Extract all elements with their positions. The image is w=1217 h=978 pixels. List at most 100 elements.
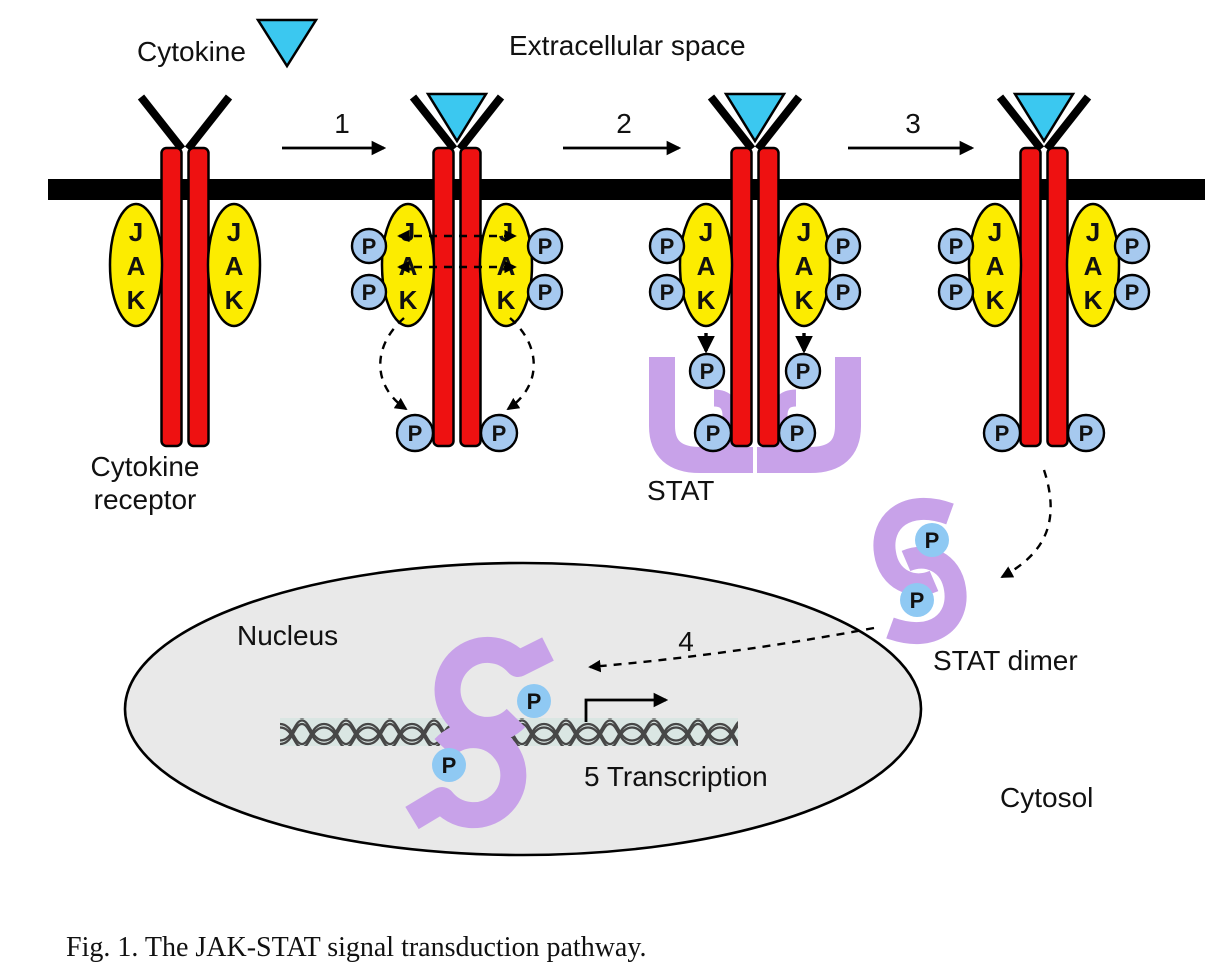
receptor-chain-left [1019,146,1042,448]
phosphate-circle [693,413,733,453]
nucleus: Nucleus P P 5 Transcription 4 [123,561,923,857]
phosphate-letter: P [910,588,925,613]
receptor-arm-left [707,94,756,152]
phosphate-letter: P [538,234,553,259]
cell-membrane [48,179,1205,200]
nucleus-label: Nucleus [237,620,338,651]
phosphate-letter: P [949,234,964,259]
cytokine-molecule [723,92,787,144]
figure-caption: Fig. 1. The JAK-STAT signal transduction… [66,932,647,963]
phosphate-circle [526,227,564,265]
receptor-chain-left [730,146,753,448]
phosphate-circle [915,523,949,557]
jak-letter: K [986,285,1005,315]
jak-left [108,202,164,328]
nuclear-import-arrow [588,626,875,673]
jak-letter: A [697,251,716,281]
phosphate-circle [395,413,435,453]
receptor-phosphorylation-arrow-left [379,317,408,411]
phosphate-circle [982,413,1022,453]
step-number-2: 2 [616,108,632,139]
stat-dimer-nuclear-lower [405,722,527,830]
phosphate-circle [900,583,934,617]
phosphate-circle [688,352,726,390]
cytokine-receptor-label-line2: receptor [94,484,197,515]
phosphate-letter: P [660,280,675,305]
phosphate-letter: P [949,280,964,305]
phosphate-circle [1113,273,1151,311]
jak-letter: A [1084,251,1103,281]
phosphate-circle [479,413,519,453]
receptor-arm-left [409,94,458,152]
phosphate-circle [517,684,551,718]
jak-letter: J [699,217,713,247]
phosphate-letter: P [362,280,377,305]
stat-dimer-lower [886,546,967,644]
jak-left [678,202,734,328]
phosphate-letter: P [408,421,423,446]
transcription-label: 5 Transcription [584,761,768,792]
stat-dimer: P P STAT dimer [873,498,1078,676]
jak-letter: J [499,217,513,247]
step-number-3: 3 [905,108,921,139]
phosphate-circle [1066,413,1106,453]
cytokine-molecule-legend [255,18,319,69]
phosphate-circle [350,273,388,311]
receptor-phosphorylation-arrow-right [506,317,535,411]
phosphate-letter: P [836,234,851,259]
jak-letter: K [795,285,814,315]
jak-letter: A [127,251,146,281]
jak-letter: A [225,251,244,281]
phosphate-circle [777,413,817,453]
phosphate-circle [526,273,564,311]
receptor-stage-4: J A K J A K P P P P P P [937,92,1151,579]
jak-letter: K [399,285,418,315]
transcription-start-arrow [584,692,669,722]
receptor-arm-left [996,94,1045,152]
step-number-4: 4 [678,626,694,657]
jak-right [776,202,832,328]
receptor-arm-right [1043,94,1092,152]
phosphate-circle [824,273,862,311]
cytokine-molecule [425,92,489,144]
jak-letter: A [795,251,814,281]
receptor-chain-right [187,146,210,448]
jak-letter: K [127,285,146,315]
extracellular-space-label: Extracellular space [509,30,746,61]
receptor-chain-left [160,146,183,448]
receptor-arm-right [456,94,505,152]
receptor-stage-2: J A K J A K P P P P P P [350,92,564,453]
phosphate-circle [784,352,822,390]
stat-right [757,357,861,473]
phosphate-letter: P [1125,280,1140,305]
receptor-chain-right [757,146,780,448]
step-number-1: 1 [334,108,350,139]
phosphate-letter: P [492,421,507,446]
receptor-arm-right [754,94,803,152]
jak-right [206,202,262,328]
phosphate-letter: P [527,689,542,714]
jak-letter: J [988,217,1002,247]
phosphate-letter: P [1079,421,1094,446]
stat-left [649,357,753,473]
phosphate-letter: P [796,359,811,384]
receptor-arm-right [184,94,233,152]
phosphate-circle [432,748,466,782]
cytokine-label: Cytokine [137,36,246,67]
cytokine-molecule [1012,92,1076,144]
phosphate-letter: P [995,421,1010,446]
phosphate-letter: P [790,421,805,446]
phosphate-letter: P [836,280,851,305]
phosphate-circle [937,273,975,311]
stat-label: STAT [647,475,714,506]
phosphate-letter: P [660,234,675,259]
receptor-arm-left [137,94,186,152]
phosphate-circle [937,227,975,265]
jak-letter: K [697,285,716,315]
phosphate-circle [648,227,686,265]
jak-left [967,202,1023,328]
jak-letter: J [129,217,143,247]
jak-letter: K [1084,285,1103,315]
